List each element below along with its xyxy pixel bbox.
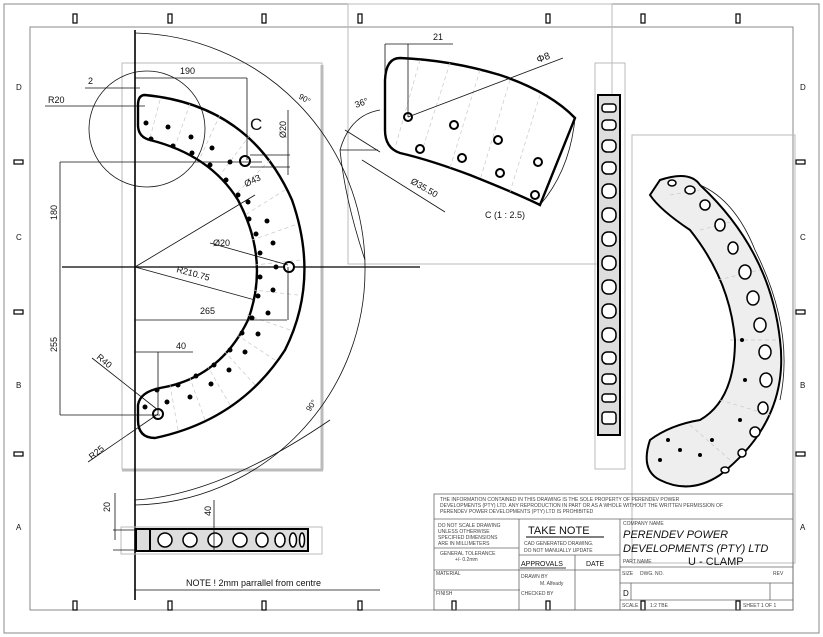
zone-letter-right: C	[800, 233, 806, 242]
zone-letter-right: D	[800, 83, 806, 92]
zone-letter-left: A	[16, 523, 22, 532]
dim-angle-bottom: 90°	[304, 398, 318, 413]
zone-markers	[13, 13, 806, 611]
detail-view: 21 Φ8 36° Ø35.50 C (1 : 2.5)	[339, 32, 577, 261]
company-line-1: PERENDEV POWER	[623, 529, 728, 541]
dim-r40: R40	[95, 352, 114, 370]
inner-border	[29, 26, 794, 611]
dim-190: 190	[180, 66, 195, 76]
side-view-frame[interactable]	[594, 62, 626, 470]
confidential-line: PERENDEV POWER DEVELOPMENTS (PTY) LTD IS…	[440, 509, 594, 515]
detail-caption: C (1 : 2.5)	[485, 210, 525, 220]
side-view	[597, 94, 621, 436]
iso-view-frame[interactable]	[631, 134, 796, 564]
dim-dia20-mid: Ø20	[213, 238, 230, 248]
take-note-heading: TAKE NOTE	[528, 525, 590, 537]
checked-by-label: CHECKED BY	[521, 591, 554, 597]
scale-note-line: ARE IN MILLIMETERS	[438, 541, 490, 547]
sheet-label: SHEET 1 OF 1	[743, 603, 776, 609]
dim-255: 255	[49, 337, 59, 352]
drawn-by-label: DRAWN BY	[521, 574, 548, 580]
dim-dia20-top: Ø20	[278, 121, 288, 138]
size-value: D	[623, 589, 629, 598]
scale-note-line: SPECIFIED DIMENSIONS	[438, 535, 498, 541]
zone-letter-left: D	[16, 83, 22, 92]
dim-r25: R25	[87, 443, 106, 461]
detail-label: C	[250, 115, 262, 134]
part-name-label: PART NAME	[623, 559, 652, 565]
dim-angle-top: 90°	[297, 92, 312, 106]
scale-note-line: DO NOT SCALE DRAWING	[438, 523, 501, 529]
main-view: 190 2 R20 Ø20 Ø43 180 Ø20 R210.75 265 25…	[45, 30, 420, 600]
hole-pattern	[142, 120, 279, 410]
detail-dim-36: 36°	[353, 96, 370, 110]
date-label: DATE	[586, 561, 604, 568]
tolerance-label: GENERAL TOLERANCE	[440, 551, 496, 557]
angle-arc-bottom	[134, 266, 366, 506]
detail-dim-phi8: Φ8	[535, 51, 552, 66]
detail-dim-21: 21	[433, 32, 443, 42]
scale-label: SCALE	[622, 603, 639, 609]
finish-label: FINISH	[436, 591, 453, 597]
bottom-view: 20 40 NOTE ! 2mm parrallel from centre	[102, 419, 380, 591]
company-line-2: DEVELOPMENTS (PTY) LTD	[623, 543, 768, 555]
zone-letter-right: A	[800, 523, 806, 532]
dim-265: 265	[200, 306, 215, 316]
isometric-view	[645, 175, 785, 488]
dim-r20: R20	[48, 95, 65, 105]
confidential-line: THE INFORMATION CONTAINED IN THIS DRAWIN…	[440, 497, 680, 503]
detail-dim-dia35: Ø35.50	[409, 176, 440, 199]
bottom-dim-20: 20	[102, 502, 112, 512]
angle-arc-top	[134, 32, 366, 268]
dim-180: 180	[49, 205, 59, 220]
rev-label: REV	[773, 571, 784, 577]
tolerance-value: +/- 0.2mm	[455, 557, 478, 563]
scale-value: 1:2 TBE	[650, 603, 669, 609]
part-name: U - CLAMP	[688, 556, 744, 568]
drawn-by-value: M. Alfeady	[540, 581, 564, 587]
zone-letter-left: B	[16, 381, 21, 390]
approvals-label: APPROVALS	[521, 561, 563, 568]
confidential-line: DEVELOPMENTS (PTY) LTD. ANY REPRODUCTION…	[440, 503, 723, 509]
dim-dia43: Ø43	[243, 173, 263, 189]
take-note-line: CAD GENERATED DRAWING.	[524, 541, 593, 547]
take-note-line: DO NOT MANUALLY UPDATE	[524, 548, 593, 554]
note-text: NOTE ! 2mm parrallel from centre	[186, 578, 321, 588]
dim-40: 40	[176, 341, 186, 351]
size-label: SIZE	[622, 571, 634, 577]
detail-circle	[88, 70, 206, 188]
title-block: THE INFORMATION CONTAINED IN THIS DRAWIN…	[433, 493, 794, 611]
zone-letter-left: C	[16, 233, 22, 242]
dim-2: 2	[88, 76, 93, 86]
dwg-no-label: DWG. NO.	[640, 571, 664, 577]
scale-note-line: UNLESS OTHERWISE	[438, 529, 490, 535]
company-label: COMPANY NAME	[623, 521, 664, 527]
zone-letter-right: B	[800, 381, 805, 390]
material-label: MATERIAL	[436, 571, 461, 577]
bottom-dim-40: 40	[203, 506, 213, 516]
